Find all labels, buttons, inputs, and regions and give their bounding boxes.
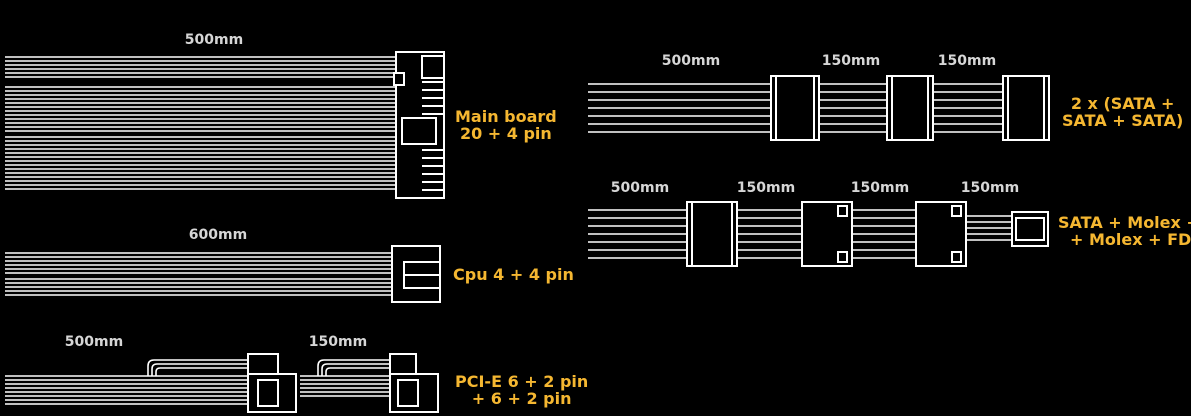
molex-connector-1 (686, 201, 738, 267)
sata-connector-3 (1002, 75, 1050, 141)
main-board-wires (5, 56, 400, 190)
main-board-length: 500mm (184, 32, 244, 48)
molex-label: SATA + Molex + + Molex + FDD (1058, 214, 1191, 248)
sata-label-line1: 2 x (SATA + (1070, 94, 1175, 113)
molex-connector-3 (915, 201, 967, 267)
pcie-label-line2: + 6 + 2 pin (471, 389, 572, 408)
pcie-length-2: 150mm (308, 334, 368, 350)
sata-length-2: 150mm (821, 53, 881, 69)
sata-label: 2 x (SATA + SATA + SATA) (1062, 95, 1183, 129)
sata-wires (588, 83, 1005, 133)
molex-length-4: 150mm (960, 180, 1020, 196)
cpu-wires (5, 252, 392, 296)
main-board-label: Main board 20 + 4 pin (455, 108, 557, 142)
molex-wires (588, 209, 1014, 259)
main-board-connector (393, 51, 445, 199)
pcie-connector-2 (389, 353, 439, 413)
sata-connector-1 (770, 75, 820, 141)
molex-label-line1: SATA + Molex + (1058, 213, 1191, 232)
pcie-wires (5, 359, 390, 405)
sata-connector-2 (886, 75, 934, 141)
cpu-label-text: Cpu 4 + 4 pin (453, 265, 574, 284)
pcie-connector-1 (247, 353, 297, 413)
pcie-label: PCI-E 6 + 2 pin + 6 + 2 pin (455, 373, 588, 407)
cpu-connector (391, 245, 441, 303)
cpu-length: 600mm (188, 227, 248, 243)
main-board-label-line2: 20 + 4 pin (459, 124, 552, 143)
molex-label-line2: + Molex + FDD (1070, 230, 1191, 249)
sata-label-line2: SATA + SATA) (1062, 111, 1184, 130)
molex-connector-2 (801, 201, 853, 267)
molex-length-2: 150mm (736, 180, 796, 196)
main-board-label-line1: Main board (455, 107, 557, 126)
fdd-connector (1011, 211, 1049, 247)
molex-length-1: 500mm (610, 180, 670, 196)
cpu-label: Cpu 4 + 4 pin (453, 266, 574, 283)
sata-length-3: 150mm (937, 53, 997, 69)
pcie-label-line1: PCI-E 6 + 2 pin (455, 372, 589, 391)
sata-length-1: 500mm (661, 53, 721, 69)
pcie-length-1: 500mm (64, 334, 124, 350)
molex-length-3: 150mm (850, 180, 910, 196)
